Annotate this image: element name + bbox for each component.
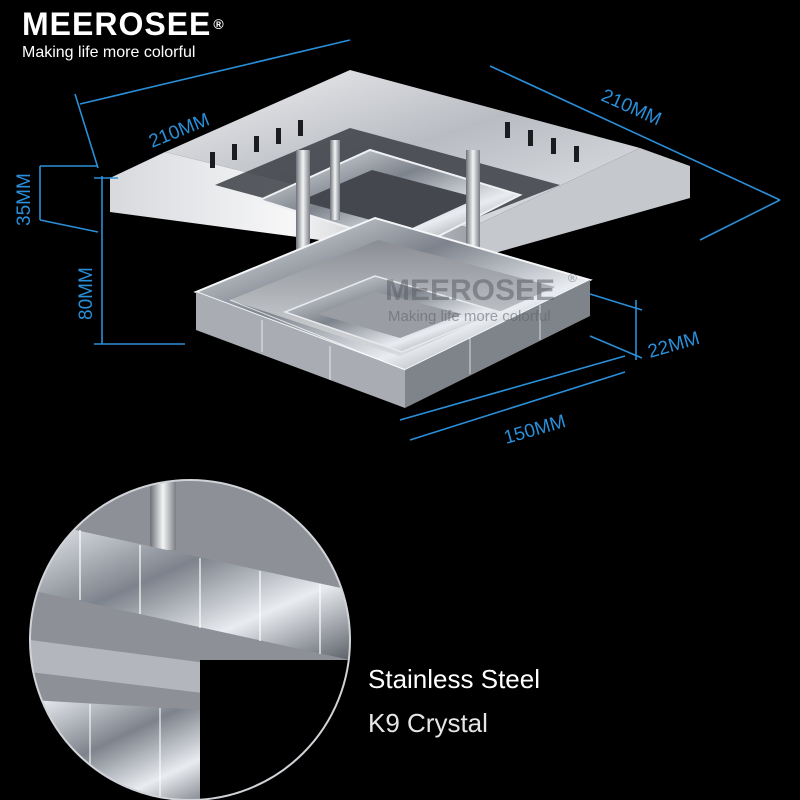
watermark-tagline: Making life more colorful	[388, 308, 551, 325]
detail-closeup	[29, 479, 351, 800]
support-rods	[296, 140, 480, 260]
brand-tagline: Making life more colorful	[22, 44, 196, 61]
watermark-name: MEEROSEE	[385, 274, 555, 307]
dim-total-height: 80MM	[76, 267, 97, 320]
dim-width-right: 210MM	[598, 85, 664, 130]
registered-mark: ®	[213, 16, 225, 32]
lower-crystal-frame: MEEROSEE ® Making life more colorful	[193, 216, 593, 408]
material-label-steel: Stainless Steel	[368, 664, 540, 694]
brand-name: MEEROSEE	[22, 6, 212, 42]
material-label-crystal: K9 Crystal	[368, 708, 488, 738]
dim-frame-width: 150MM	[502, 411, 569, 449]
dimension-annotations	[39, 39, 781, 441]
brand-logo: MEEROSEE® Making life more colorful	[22, 6, 225, 62]
watermark-registered: ®	[568, 271, 577, 285]
dim-base-height: 35MM	[14, 173, 35, 226]
dim-frame-depth: 22MM	[646, 328, 703, 363]
